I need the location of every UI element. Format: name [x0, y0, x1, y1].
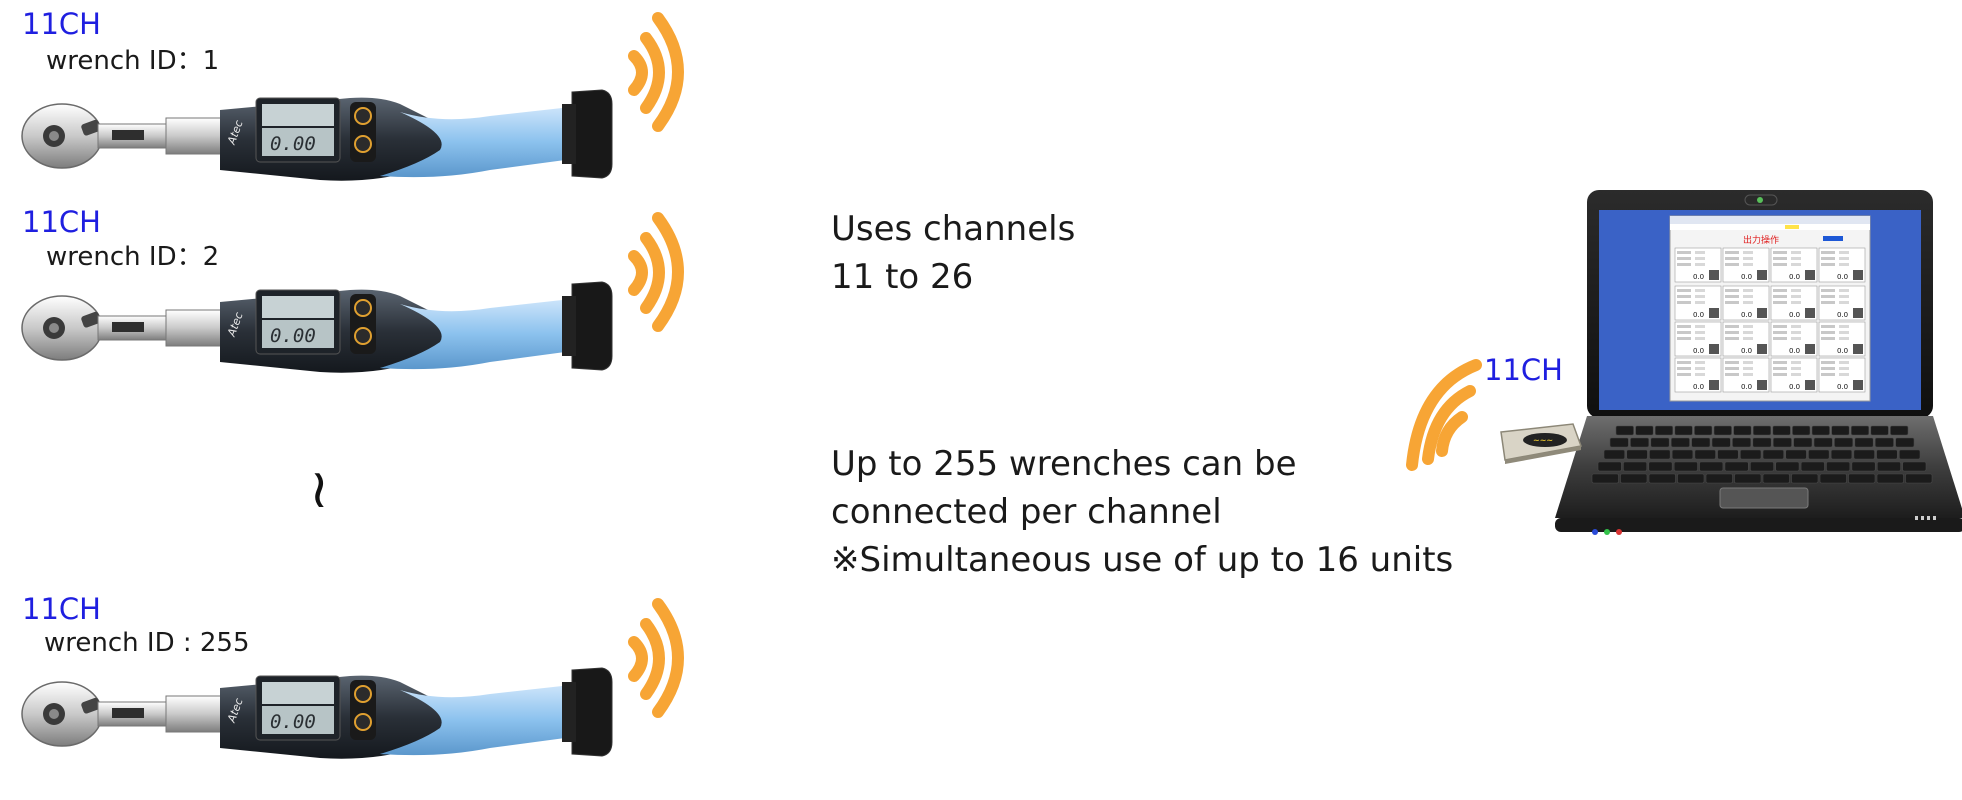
wrench-1-signal-icon	[628, 12, 684, 132]
monitor-cell-value: 0.0	[1789, 311, 1800, 319]
wrench-lcd-readout: 0.00	[270, 133, 316, 155]
monitor-cell: 0.0	[1674, 357, 1722, 393]
monitor-cell: 0.0	[1674, 321, 1722, 357]
wrench-lcd-readout: 0.00	[270, 325, 316, 347]
monitor-cell-value: 0.0	[1693, 273, 1704, 281]
monitor-cell-value: 0.0	[1693, 347, 1704, 355]
monitor-cell: 0.0	[1818, 247, 1866, 283]
monitor-cell-value: 0.0	[1741, 311, 1752, 319]
wrench-2-signal-icon	[628, 212, 684, 332]
monitor-cell-value: 0.0	[1789, 273, 1800, 281]
monitor-cell-value: 0.0	[1837, 273, 1848, 281]
monitor-cell-value: 0.0	[1789, 347, 1800, 355]
wrench-1-channel-label: 11CH	[22, 7, 101, 41]
software-heading: 出力操作	[1743, 234, 1779, 246]
monitor-cell: 0.0	[1770, 357, 1818, 393]
wrench-mode-button	[354, 713, 372, 731]
ellipsis-separator: ≀	[309, 457, 330, 520]
wrench-1-id-label: wrench ID：1	[46, 46, 220, 76]
wrench-mode-button	[354, 135, 372, 153]
channels-description: Uses channels 11 to 26	[831, 205, 1075, 301]
wrench-lcd-readout: 0.00	[270, 711, 316, 733]
monitor-cell: 0.0	[1818, 285, 1866, 321]
svg-text:~~~: ~~~	[1533, 436, 1553, 445]
wrench-255-signal-icon	[628, 598, 684, 718]
monitor-cell: 0.0	[1818, 357, 1866, 393]
channels-line-1: Uses channels	[831, 209, 1076, 249]
monitor-cell-value: 0.0	[1789, 383, 1800, 391]
laptop: 出力操作 0.0 0.0 0.0 0.0 0.0 0.0 0.0 0.0 0.0 0.0 0.0 0.…	[1555, 190, 1962, 535]
monitor-cell: 0.0	[1722, 247, 1770, 283]
monitor-cell: 0.0	[1770, 285, 1818, 321]
wrench-power-button	[354, 107, 372, 125]
wrench-2-channel-label: 11CH	[22, 205, 101, 239]
usb-receiver-dongle: ~~~	[1500, 423, 1583, 464]
monitor-cell-value: 0.0	[1741, 347, 1752, 355]
monitor-cell-value: 0.0	[1693, 311, 1704, 319]
wrench-255-id-label: wrench ID : 255	[44, 628, 250, 658]
monitor-cell: 0.0	[1818, 321, 1866, 357]
monitor-cell-value: 0.0	[1837, 383, 1848, 391]
monitor-cell: 0.0	[1770, 321, 1818, 357]
monitor-cell: 0.0	[1770, 247, 1818, 283]
channels-line-2: 11 to 26	[831, 257, 974, 297]
monitor-cell-value: 0.0	[1837, 311, 1848, 319]
laptop-touchpad	[1719, 487, 1809, 509]
wrench-power-button	[354, 299, 372, 317]
wrench-power-button	[354, 685, 372, 703]
monitor-cell: 0.0	[1674, 247, 1722, 283]
monitor-cell-value: 0.0	[1741, 383, 1752, 391]
receiver-channel-label: 11CH	[1484, 353, 1563, 387]
capacity-line-2: connected per channel	[831, 492, 1222, 532]
monitor-cell-value: 0.0	[1741, 273, 1752, 281]
wrench-mode-button	[354, 327, 372, 345]
monitor-cell-value: 0.0	[1837, 347, 1848, 355]
software-window: 出力操作 0.0 0.0 0.0 0.0 0.0 0.0 0.0 0.0 0.0 0.0 0.0 0.…	[1669, 215, 1871, 402]
monitor-cell: 0.0	[1722, 357, 1770, 393]
monitor-cell: 0.0	[1722, 285, 1770, 321]
wrench-2-id-label: wrench ID：2	[46, 242, 220, 272]
capacity-line-1: Up to 255 wrenches can be	[831, 444, 1297, 484]
monitor-cell-value: 0.0	[1693, 383, 1704, 391]
laptop-keyboard	[1591, 425, 1933, 484]
receiver-signal-icon	[1406, 359, 1482, 471]
wrench-255-channel-label: 11CH	[22, 592, 101, 626]
monitor-cell: 0.0	[1722, 321, 1770, 357]
capacity-line-3: ※Simultaneous use of up to 16 units	[831, 540, 1454, 580]
capacity-description: Up to 255 wrenches can be connected per …	[831, 440, 1453, 584]
monitor-cell: 0.0	[1674, 285, 1722, 321]
